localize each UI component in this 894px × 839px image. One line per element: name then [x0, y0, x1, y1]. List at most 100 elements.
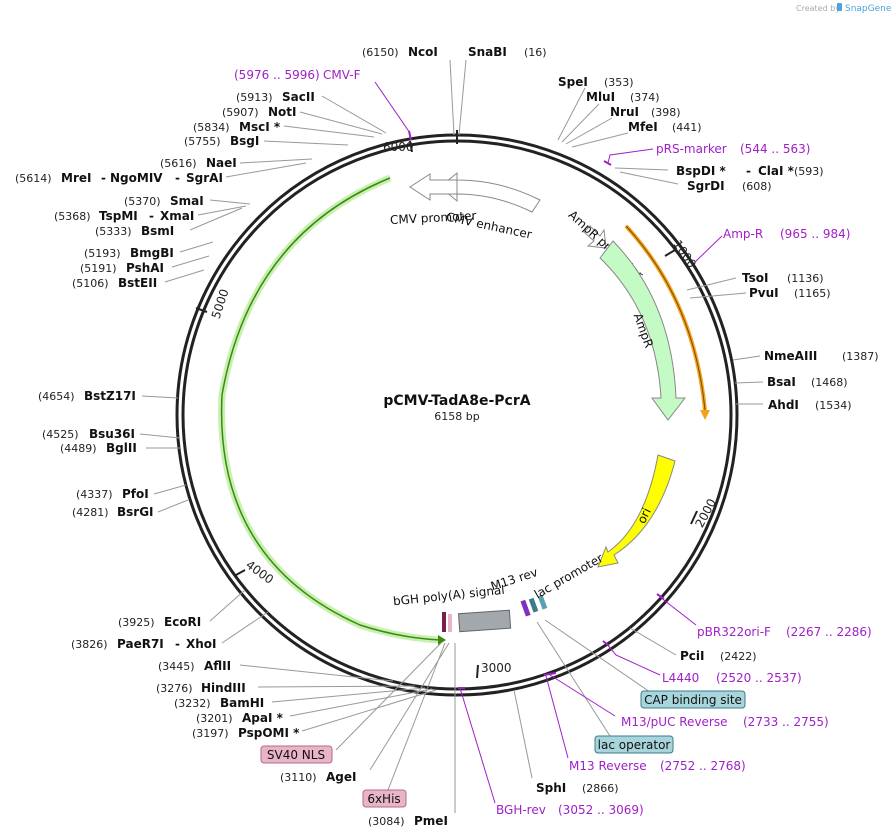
enzyme-mlui[interactable]: MluI	[586, 90, 615, 104]
pos-pmei: (3084)	[368, 815, 405, 828]
enzyme-apai[interactable]: ApaI *	[242, 711, 284, 725]
enzyme-smai[interactable]: SmaI	[170, 194, 204, 208]
leader-bmgbi	[179, 241, 214, 253]
enzyme-aflii[interactable]: AflII	[204, 659, 231, 673]
enzyme-mfei[interactable]: MfeI	[628, 120, 658, 134]
enzyme-snabi[interactable]: SnaBI	[468, 45, 507, 59]
snapgene-logo: SnapGene	[837, 3, 892, 14]
l4440-mark	[602, 640, 610, 647]
pos-smai: (5370)	[124, 195, 161, 208]
primer-ampr-range: (965 .. 984)	[780, 227, 850, 241]
leader-hindiii	[257, 685, 416, 688]
enzyme-naei[interactable]: NaeI	[206, 156, 237, 170]
enzyme-bsteii[interactable]: BstEII	[118, 276, 157, 290]
primer-prs-name[interactable]: pRS-marker	[656, 142, 727, 156]
pos-nrui: (398)	[651, 106, 681, 119]
enzyme-xhoi[interactable]: XhoI	[186, 637, 217, 651]
pos-mlui: (374)	[630, 91, 660, 104]
leader-mfei	[571, 132, 629, 148]
enzyme-xmai[interactable]: XmaI	[160, 209, 194, 223]
enzyme-sgrai[interactable]: SgrAI	[186, 171, 223, 185]
sv40-nls-box[interactable]: SV40 NLS	[260, 745, 333, 764]
leader-cmvf	[374, 81, 411, 134]
leader-bsai	[734, 381, 764, 384]
enzyme-sphi[interactable]: SphI	[536, 781, 566, 795]
pos-ahdi: (1534)	[815, 399, 852, 412]
enzyme-noti[interactable]: NotI	[268, 105, 297, 119]
pos-noti: (5907)	[222, 106, 259, 119]
enzyme-bglii[interactable]: BglII	[106, 441, 137, 455]
primer-prs-range: (544 .. 563)	[740, 142, 810, 156]
leader-pspomi	[301, 689, 437, 732]
pos-mrei: (5614)	[15, 172, 52, 185]
enzyme-bsmi[interactable]: BsmI	[141, 224, 174, 238]
enzyme-pspomi[interactable]: PspOMI *	[238, 726, 300, 740]
primer-m13rev-name[interactable]: M13 Reverse	[569, 759, 647, 773]
leader-lacop	[536, 621, 611, 737]
pos-bsai: (1468)	[811, 376, 848, 389]
enzyme-paer7i[interactable]: PaeR7I	[117, 637, 164, 651]
tick-5000	[195, 307, 208, 313]
cap-box-bg	[640, 690, 746, 709]
leader-agei	[369, 642, 450, 771]
enzyme-msci[interactable]: MscI *	[239, 120, 281, 134]
pos-paer7i: (3826)	[71, 638, 108, 651]
enzyme-agei[interactable]: AgeI	[326, 770, 356, 784]
his-box-label: 6xHis	[367, 792, 400, 806]
enzyme-mrei[interactable]: MreI	[61, 171, 91, 185]
enzyme-bspdi[interactable]: BspDI *	[676, 164, 726, 178]
primer-bghrev-name[interactable]: BGH-rev	[496, 803, 546, 817]
enzyme-pmei[interactable]: PmeI	[414, 814, 448, 828]
leader-pcii	[629, 627, 677, 656]
sep-paer7i-xhoi: -	[175, 637, 180, 651]
enzyme-nmeaiii[interactable]: NmeAIII	[764, 349, 817, 363]
leader-naei	[239, 158, 313, 164]
enzyme-ncoi[interactable]: NcoI	[408, 45, 438, 59]
primer-cmvf-name[interactable]: CMV-F	[323, 68, 361, 82]
six-his-box[interactable]: 6xHis	[362, 789, 407, 808]
bgh-polya-box	[457, 609, 512, 633]
enzyme-nrui[interactable]: NruI	[610, 105, 639, 119]
ori-arrow	[597, 454, 676, 568]
leader-aflii	[239, 664, 394, 682]
enzyme-sgrdi[interactable]: SgrDI	[687, 179, 725, 193]
snapgene-logo-icon	[837, 3, 842, 11]
enzyme-bsu36i[interactable]: Bsu36I	[89, 427, 135, 441]
primer-l4440-name[interactable]: L4440	[662, 671, 699, 685]
pos-sphi: (2866)	[582, 782, 619, 795]
leader-6xhis	[387, 642, 446, 791]
pos-bstz17i: (4654)	[38, 390, 75, 403]
enzyme-pcii[interactable]: PciI	[680, 649, 705, 663]
enzyme-bsrgi[interactable]: BsrGI	[117, 505, 154, 519]
cap-binding-site-box[interactable]: CAP binding site	[640, 690, 746, 709]
cmvf-mark	[408, 130, 412, 141]
enzyme-clai[interactable]: ClaI *	[758, 164, 795, 178]
primer-m13puc-name[interactable]: M13/pUC Reverse	[621, 715, 728, 729]
enzyme-ngomiv[interactable]: NgoMIV	[110, 171, 163, 185]
enzyme-bstz17i[interactable]: BstZ17I	[84, 389, 136, 403]
enzyme-bsgi[interactable]: BsgI	[230, 134, 259, 148]
enzyme-hindiii[interactable]: HindIII	[201, 681, 246, 695]
primer-ampr-name[interactable]: Amp-R	[723, 227, 763, 241]
enzyme-bsai[interactable]: BsaI	[767, 375, 796, 389]
tick-3000	[476, 664, 479, 679]
leader-sacii	[321, 95, 387, 134]
enzyme-sacii[interactable]: SacII	[282, 90, 315, 104]
enzyme-pshai[interactable]: PshAI	[126, 261, 164, 275]
enzyme-bmgbi[interactable]: BmgBI	[130, 246, 174, 260]
lac-operator-box[interactable]: lac operator	[594, 735, 674, 754]
primer-m13rev-range: (2752 .. 2768)	[660, 759, 746, 773]
enzyme-pvui[interactable]: PvuI	[749, 286, 779, 300]
primer-pbr-name[interactable]: pBR322ori-F	[697, 625, 771, 639]
leader-sgrdi	[619, 171, 679, 185]
enzyme-tspmi[interactable]: TspMI	[99, 209, 138, 223]
amp-r-arrowhead	[700, 410, 710, 420]
leader-sv40	[335, 642, 442, 751]
cmv-promoter-arrow	[409, 173, 458, 201]
enzyme-spei[interactable]: SpeI	[558, 75, 588, 89]
enzyme-ahdi[interactable]: AhdI	[768, 398, 799, 412]
enzyme-pfoi[interactable]: PfoI	[122, 487, 149, 501]
enzyme-ecori[interactable]: EcoRI	[164, 615, 201, 629]
enzyme-bamhi[interactable]: BamHI	[220, 696, 264, 710]
enzyme-tsoi[interactable]: TsoI	[742, 271, 768, 285]
